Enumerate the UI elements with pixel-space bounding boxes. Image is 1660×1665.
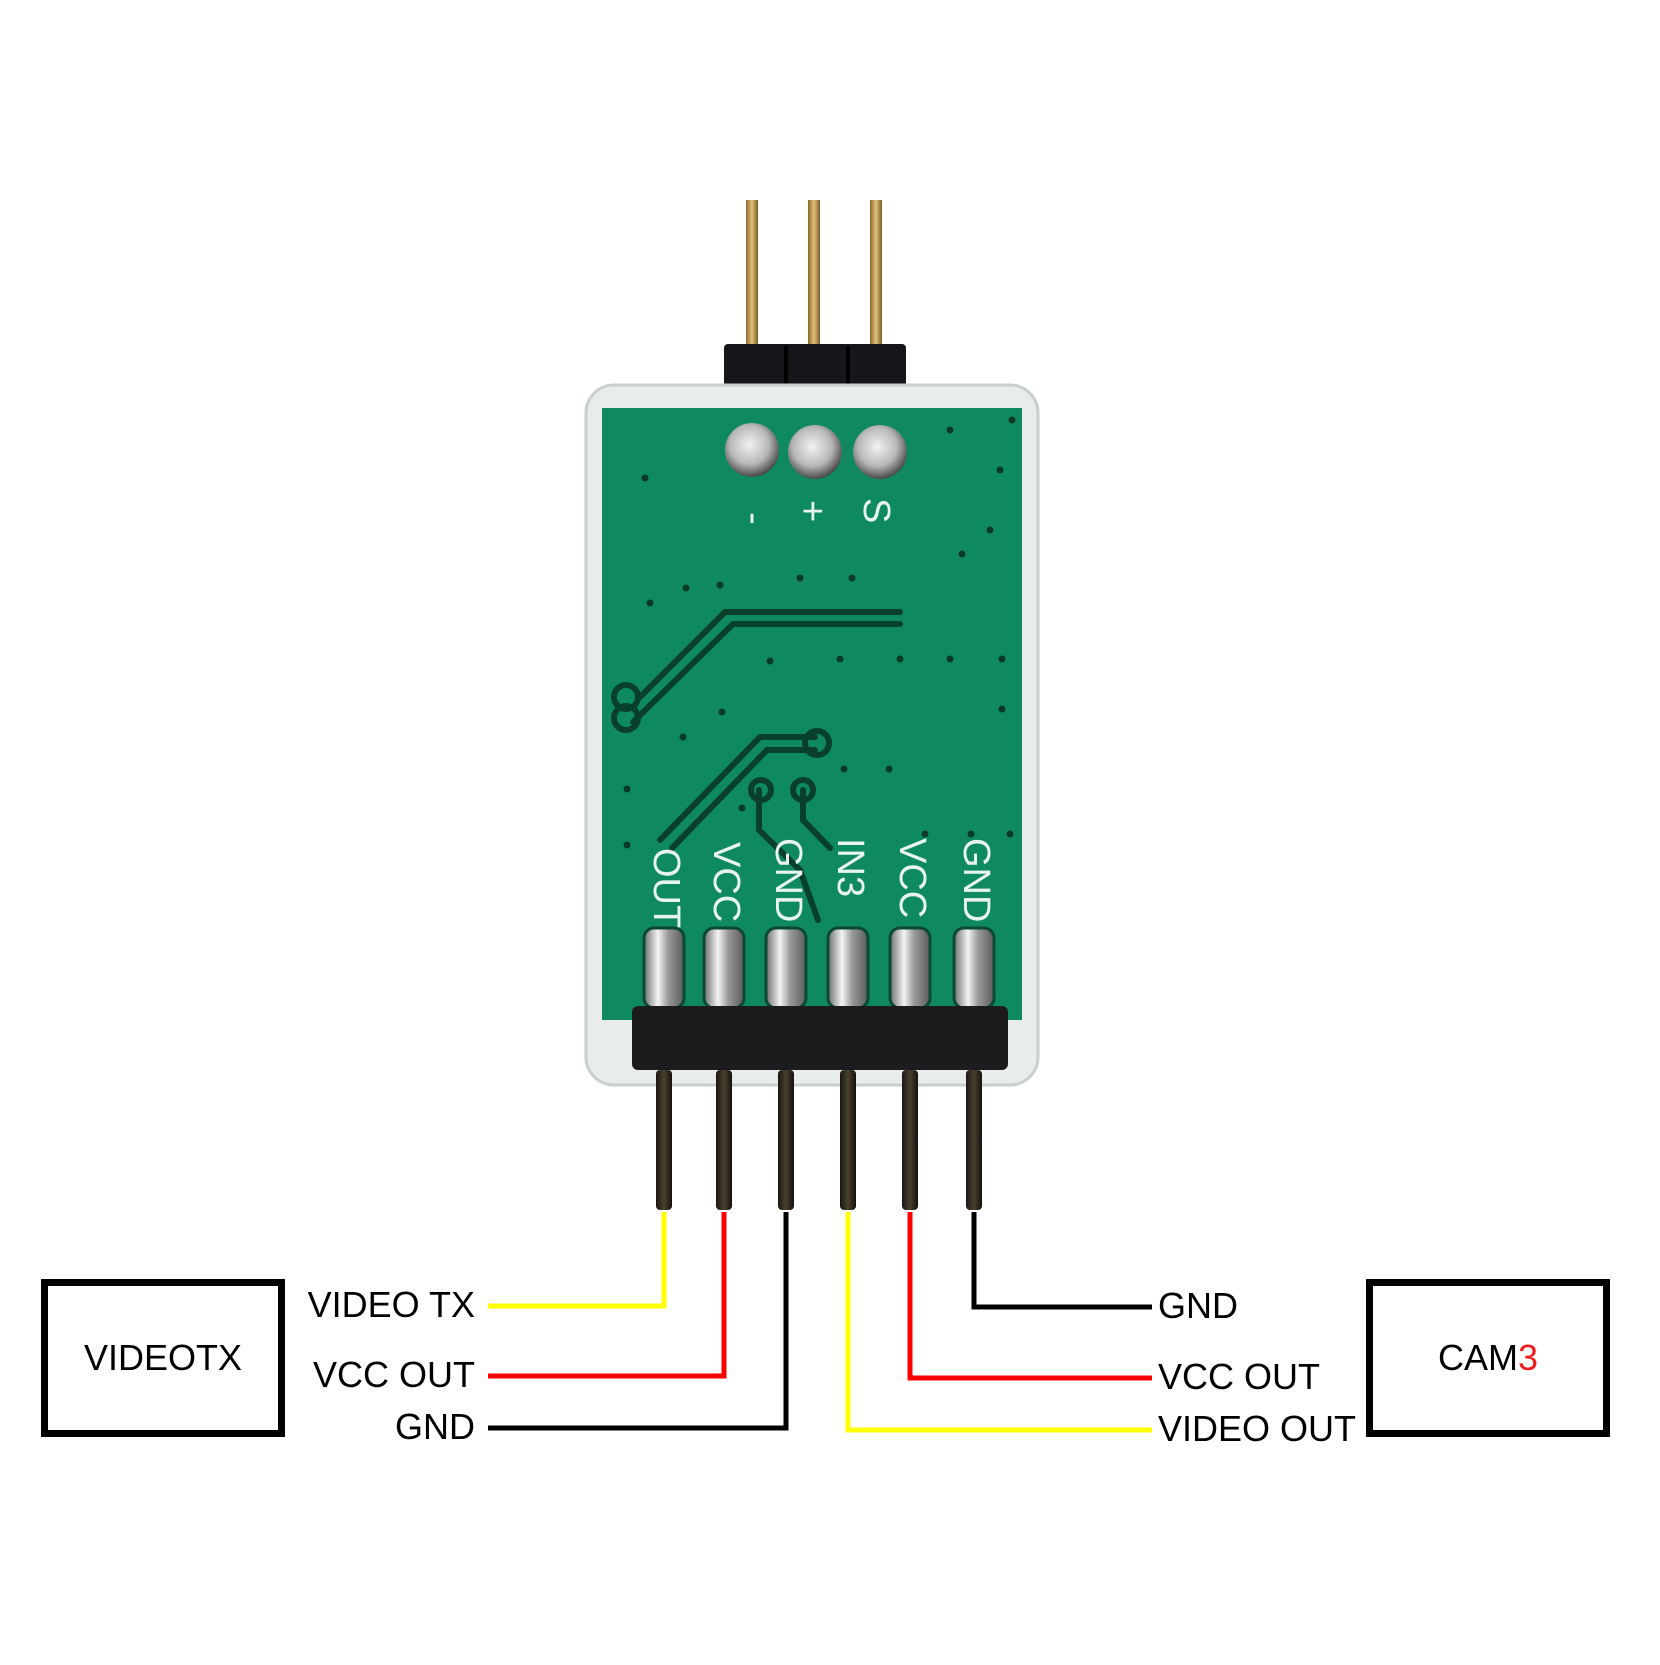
wire-left-3 — [488, 1212, 789, 1431]
camera-box: CAM3 — [1366, 1279, 1610, 1437]
bottom-pad — [952, 926, 996, 1010]
silk-minus: - — [733, 512, 775, 525]
silk-vcc-2: VCC — [891, 838, 933, 918]
camera-label: CAM3 — [1438, 1337, 1538, 1379]
bottom-pin — [656, 1070, 672, 1210]
top-pin — [808, 200, 820, 350]
pcb-board — [602, 408, 1022, 1020]
silk-gnd-2: GND — [955, 838, 997, 922]
top-silkscreen: - + S — [733, 498, 897, 525]
bottom-pin — [902, 1070, 918, 1210]
videotx-box: VIDEOTX — [41, 1279, 285, 1437]
pcb-vias — [623, 416, 1016, 849]
top-pin — [870, 200, 882, 350]
label-gnd-right: GND — [1158, 1285, 1238, 1326]
bottom-pad — [702, 926, 746, 1010]
silk-in3: IN3 — [829, 838, 871, 897]
silk-out: OUT — [645, 848, 687, 928]
wire-left-1 — [488, 1212, 667, 1309]
top-pin — [746, 200, 758, 350]
wires — [488, 1212, 1152, 1433]
camera-label-number: 3 — [1517, 1337, 1539, 1378]
camera-label-prefix: CAM — [1437, 1337, 1518, 1378]
label-video-out: VIDEO OUT — [1158, 1408, 1357, 1449]
label-vcc-out-left: VCC OUT — [313, 1354, 475, 1395]
label-video-tx: VIDEO TX — [307, 1284, 475, 1325]
bottom-pad — [764, 926, 808, 1010]
silk-signal: S — [855, 498, 897, 523]
bottom-header-housing — [632, 1006, 1008, 1070]
label-gnd-left: GND — [395, 1406, 475, 1447]
pcb-traces — [611, 609, 903, 923]
bottom-pad — [888, 926, 932, 1010]
bottom-pad — [642, 926, 686, 1010]
top-solder-pads — [725, 423, 907, 479]
bottom-silkscreen: OUT VCC GND IN3 VCC GND — [645, 838, 997, 928]
wire-left-2 — [488, 1212, 727, 1379]
silk-plus: + — [791, 500, 833, 522]
bottom-pad — [826, 926, 870, 1010]
bottom-pin — [778, 1070, 794, 1210]
label-vcc-out-right: VCC OUT — [1158, 1356, 1320, 1397]
silk-gnd-1: GND — [767, 838, 809, 922]
wire-right-3 — [845, 1212, 1152, 1433]
bottom-pin — [966, 1070, 982, 1210]
videotx-label: VIDEOTX — [83, 1337, 243, 1378]
wire-right-1 — [971, 1212, 1152, 1310]
wire-right-2 — [907, 1212, 1152, 1381]
top-header — [724, 200, 906, 402]
bottom-pin — [716, 1070, 732, 1210]
silk-vcc-1: VCC — [705, 842, 747, 922]
bottom-pins — [656, 1070, 982, 1210]
bottom-pin — [840, 1070, 856, 1210]
